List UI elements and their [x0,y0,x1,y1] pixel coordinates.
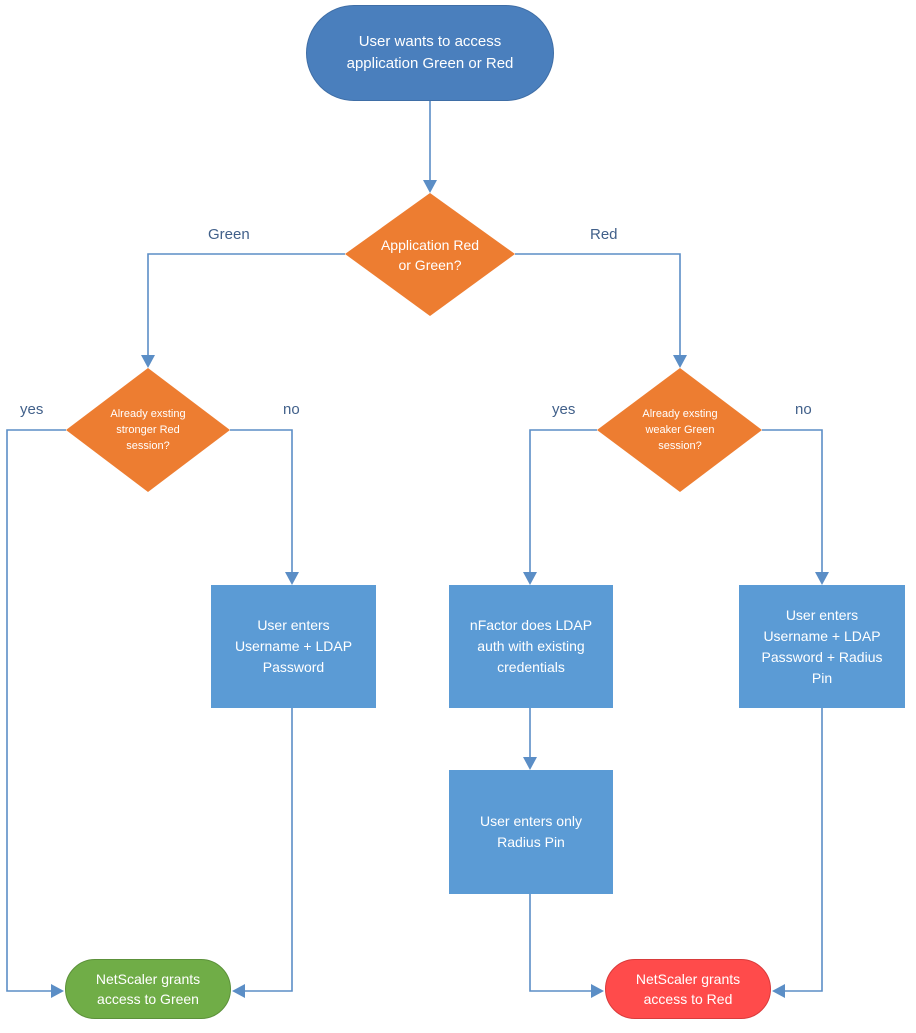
decision-red-session-diamond [66,368,230,492]
decision-line: Application Red [380,237,480,253]
end-grant-green: NetScaler grants access to Green [65,959,231,1019]
decision-line: Already exsting [110,408,186,420]
connector-right-yes [529,429,597,574]
start-node: User wants to access application Green o… [306,5,554,101]
decision-green-session-diamond [597,368,762,492]
end-grant-red: NetScaler grants access to Red [605,959,771,1019]
edge-label-right-no: no [795,401,812,418]
decision-line: weaker Green [645,424,715,436]
end-line: access to Red [643,991,733,1007]
arrowhead [51,984,64,998]
edge-label-left-yes: yes [20,401,44,418]
start-line: application Green or Red [346,55,514,72]
decision-line: session? [658,440,702,452]
end-line: access to Green [97,991,199,1007]
process-line: User enters only [480,813,582,829]
edge-label-green: Green [208,226,250,243]
edge-label-red: Red [590,226,618,243]
process-nfactor-ldap: nFactor does LDAP auth with existing cre… [449,585,613,708]
arrowhead [285,572,299,585]
process-line: User enters [257,617,330,633]
arrowhead [232,984,245,998]
process-line: Username + LDAP [763,627,881,644]
connector-green-branch [147,253,345,357]
process-line: auth with existing [477,638,585,654]
end-line: NetScaler grants [95,971,201,987]
decision-line: stronger Red [116,424,180,436]
decision-application-label: Application Red or Green? [355,225,505,285]
decision-line: Already exsting [642,408,718,420]
connector-right-no [762,429,823,574]
arrowhead [673,355,687,368]
decision-red-session-label: Already exsting stronger Red session? [88,400,208,460]
process-line: credentials [497,659,565,675]
process-line: Pin [811,669,833,686]
connector-green-password-to-end [243,708,293,992]
decision-green-session-label: Already exsting weaker Green session? [620,400,740,460]
arrowhead [815,572,829,585]
arrowhead [591,984,604,998]
connector-red-password-to-end [783,708,823,992]
end-line: NetScaler grants [635,971,741,987]
arrowhead [772,984,785,998]
process-line: Password + Radius [761,648,883,665]
arrowhead [523,572,537,585]
arrowhead [141,355,155,368]
connector-red-branch [515,253,681,357]
arrowhead [523,757,537,770]
process-line: Username + LDAP [234,638,353,654]
process-line: User enters [785,606,859,623]
process-green-password: User enters Username + LDAP Password [211,585,376,708]
decision-line: or Green? [398,257,462,273]
connector-radius-to-end [529,894,593,992]
process-line: nFactor does LDAP [469,617,593,633]
decision-line: session? [126,440,170,452]
edge-label-right-yes: yes [552,401,576,418]
process-radius-pin: User enters only Radius Pin [449,770,613,894]
start-line: User wants to access [358,33,502,50]
process-red-password: User enters Username + LDAP Password + R… [739,585,905,708]
process-line: Password [262,659,325,675]
arrowhead [423,180,437,193]
edge-label-left-no: no [283,401,300,418]
decision-application-diamond [345,193,515,316]
connector-left-yes [6,429,66,992]
process-line: Radius Pin [497,834,565,850]
connectors [6,101,829,998]
connector-left-no [230,429,293,574]
